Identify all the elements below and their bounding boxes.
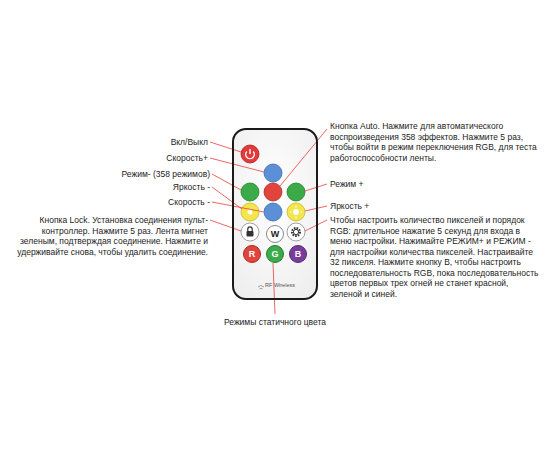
button-letter: G (271, 249, 278, 259)
blue-button: B (289, 245, 307, 263)
button-letter: W (271, 229, 280, 239)
callout-label: Режим- (358 режимов) (90, 169, 210, 180)
green-button: G (266, 245, 284, 263)
callout-note: Чтобы настроить количество пикселей и по… (330, 215, 542, 299)
white-button: W (266, 225, 284, 243)
leader-lines (210, 129, 327, 314)
callout-note: Кнопка Lock. Установка соединения пульт-… (6, 215, 208, 257)
power-button (241, 145, 259, 163)
button-letter: R (249, 249, 256, 259)
settings-button (287, 223, 305, 241)
wireless-icon (258, 286, 264, 290)
red-button: R (243, 245, 261, 263)
brightness-down-button (241, 203, 259, 221)
callout-label: Режим + (330, 179, 450, 190)
lock-button (241, 223, 259, 241)
button-letter: B (295, 249, 302, 259)
brand-text: RF Wireless (234, 282, 316, 288)
mode-down-button (241, 183, 259, 201)
remote-control: RF Wireless W R G B (232, 128, 318, 300)
callout-label: Яркость + (330, 201, 450, 212)
remote-body (232, 128, 318, 300)
callout-label: Режимы статичного цвета (185, 317, 365, 328)
callout-note: Кнопка Auto. Нажмите для автоматического… (330, 121, 542, 163)
mode-up-button (287, 183, 305, 201)
callout-label: Вкл/Выкл (120, 137, 208, 148)
callout-label: Скорость - (120, 197, 210, 208)
callout-label: Яркость - (120, 182, 210, 193)
callout-label: Скорость+ (120, 153, 208, 164)
brightness-up-button (287, 203, 305, 221)
auto-button (264, 183, 282, 201)
speed-up-button (264, 164, 282, 182)
speed-down-button (264, 203, 282, 221)
